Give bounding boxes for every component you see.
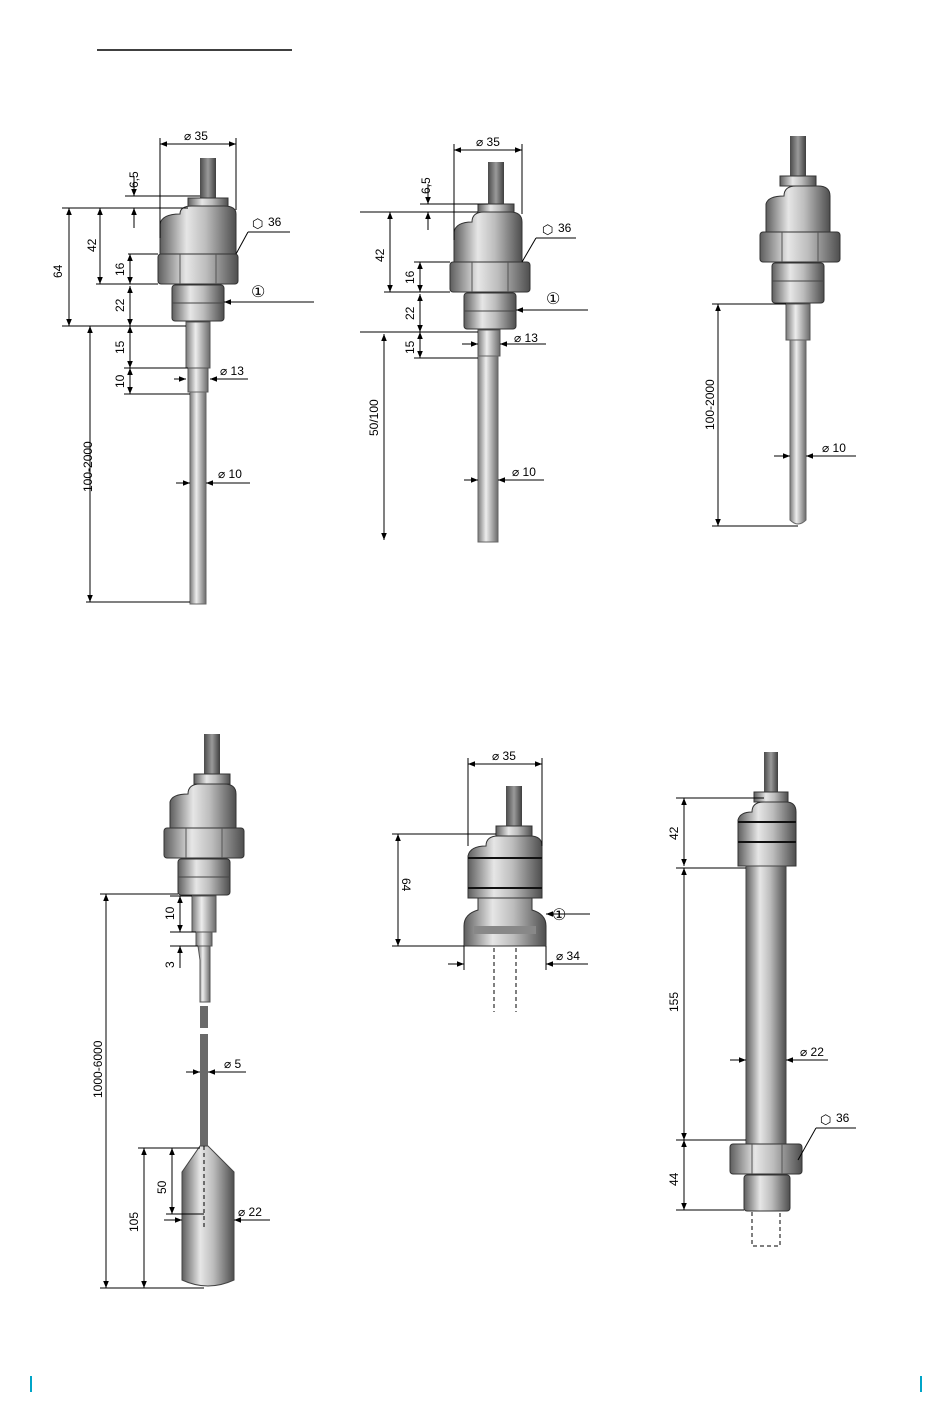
f1-h-total: 64	[51, 264, 65, 278]
f1-d-rod: ⌀ 10	[218, 467, 242, 481]
f5-h-total: 64	[399, 878, 413, 892]
f4-d-probe: ⌀ 22	[238, 1205, 262, 1219]
figure-6-tube-sensor: 42 155 44 ⌀ 22 ⬡ 36	[667, 752, 856, 1246]
f1-hex-symbol: ⬡	[252, 216, 263, 231]
f3-d-rod: ⌀ 10	[822, 441, 846, 455]
f6-h-bottom: 44	[667, 1172, 681, 1186]
f4-h-neck: 10	[163, 906, 177, 920]
f2-h-thread: 22	[403, 306, 417, 320]
figure-5-flange-sensor: ⌀ 35 64 ① ⌀ 34	[392, 749, 590, 1012]
f1-length: 100-2000	[81, 441, 95, 492]
hex-nut	[158, 254, 238, 284]
f6-d-tube: ⌀ 22	[800, 1045, 824, 1059]
f5-callout: ①	[552, 907, 566, 924]
f2-d-top: ⌀ 35	[476, 135, 500, 149]
f4-length: 1000-6000	[91, 1040, 105, 1098]
f4-d-cable: ⌀ 5	[224, 1057, 242, 1071]
neck	[186, 322, 210, 368]
f4-h-step: 3	[163, 961, 177, 968]
f4-h-cone: 50	[155, 1180, 169, 1194]
cable	[200, 158, 216, 200]
f2-hex: 36	[558, 221, 572, 235]
f1-h-hex: 16	[113, 262, 127, 276]
f4-h-probe: 105	[127, 1212, 141, 1232]
f2-h-hex: 16	[403, 270, 417, 284]
f6-hex: 36	[836, 1111, 850, 1125]
f6-h-head: 42	[667, 826, 681, 840]
figure-4-cable-probe-sensor: 10 3 1000-6000 ⌀ 5 105 50 ⌀ 22	[91, 734, 270, 1288]
f5-d-top: ⌀ 35	[492, 749, 516, 763]
f1-h-head: 42	[85, 238, 99, 252]
f1-h-step: 10	[113, 374, 127, 388]
f2-callout: ①	[546, 291, 560, 308]
rod	[190, 392, 206, 604]
f2-h-neck: 15	[403, 340, 417, 354]
f1-hex: 36	[268, 215, 282, 229]
f2-length: 50/100	[367, 399, 381, 436]
figure-3-long-rod-sensor: 100-2000 ⌀ 10	[703, 136, 856, 526]
f2-d-rod: ⌀ 10	[512, 465, 536, 479]
f1-d-top: ⌀ 35	[184, 129, 208, 143]
f1-h-neck: 15	[113, 340, 127, 354]
f2-d-neck: ⌀ 13	[514, 331, 538, 345]
f1-h-thread: 22	[113, 298, 127, 312]
head	[160, 206, 236, 254]
step	[188, 368, 208, 392]
figure-2-short-rod-sensor: ⌀ 35 6,5 42 16 22 15 ⬡ 36 ① ⌀ 13 50/100 …	[360, 135, 588, 542]
f2-hex-symbol: ⬡	[542, 222, 553, 237]
f3-length: 100-2000	[703, 379, 717, 430]
f6-length: 155	[667, 992, 681, 1012]
f1-d-neck: ⌀ 13	[220, 364, 244, 378]
f5-d-flange: ⌀ 34	[556, 949, 580, 963]
figure-1-rod-sensor: ⌀ 35 6,5 64 42 16 22 15 10 ⬡ 36 ① ⌀ 13 1	[51, 129, 314, 604]
f1-callout: ①	[251, 284, 265, 301]
f6-hex-symbol: ⬡	[820, 1112, 831, 1127]
f2-h-head: 42	[373, 248, 387, 262]
f2-h-nut: 6,5	[419, 177, 433, 194]
f1-h-nut: 6,5	[127, 171, 141, 188]
